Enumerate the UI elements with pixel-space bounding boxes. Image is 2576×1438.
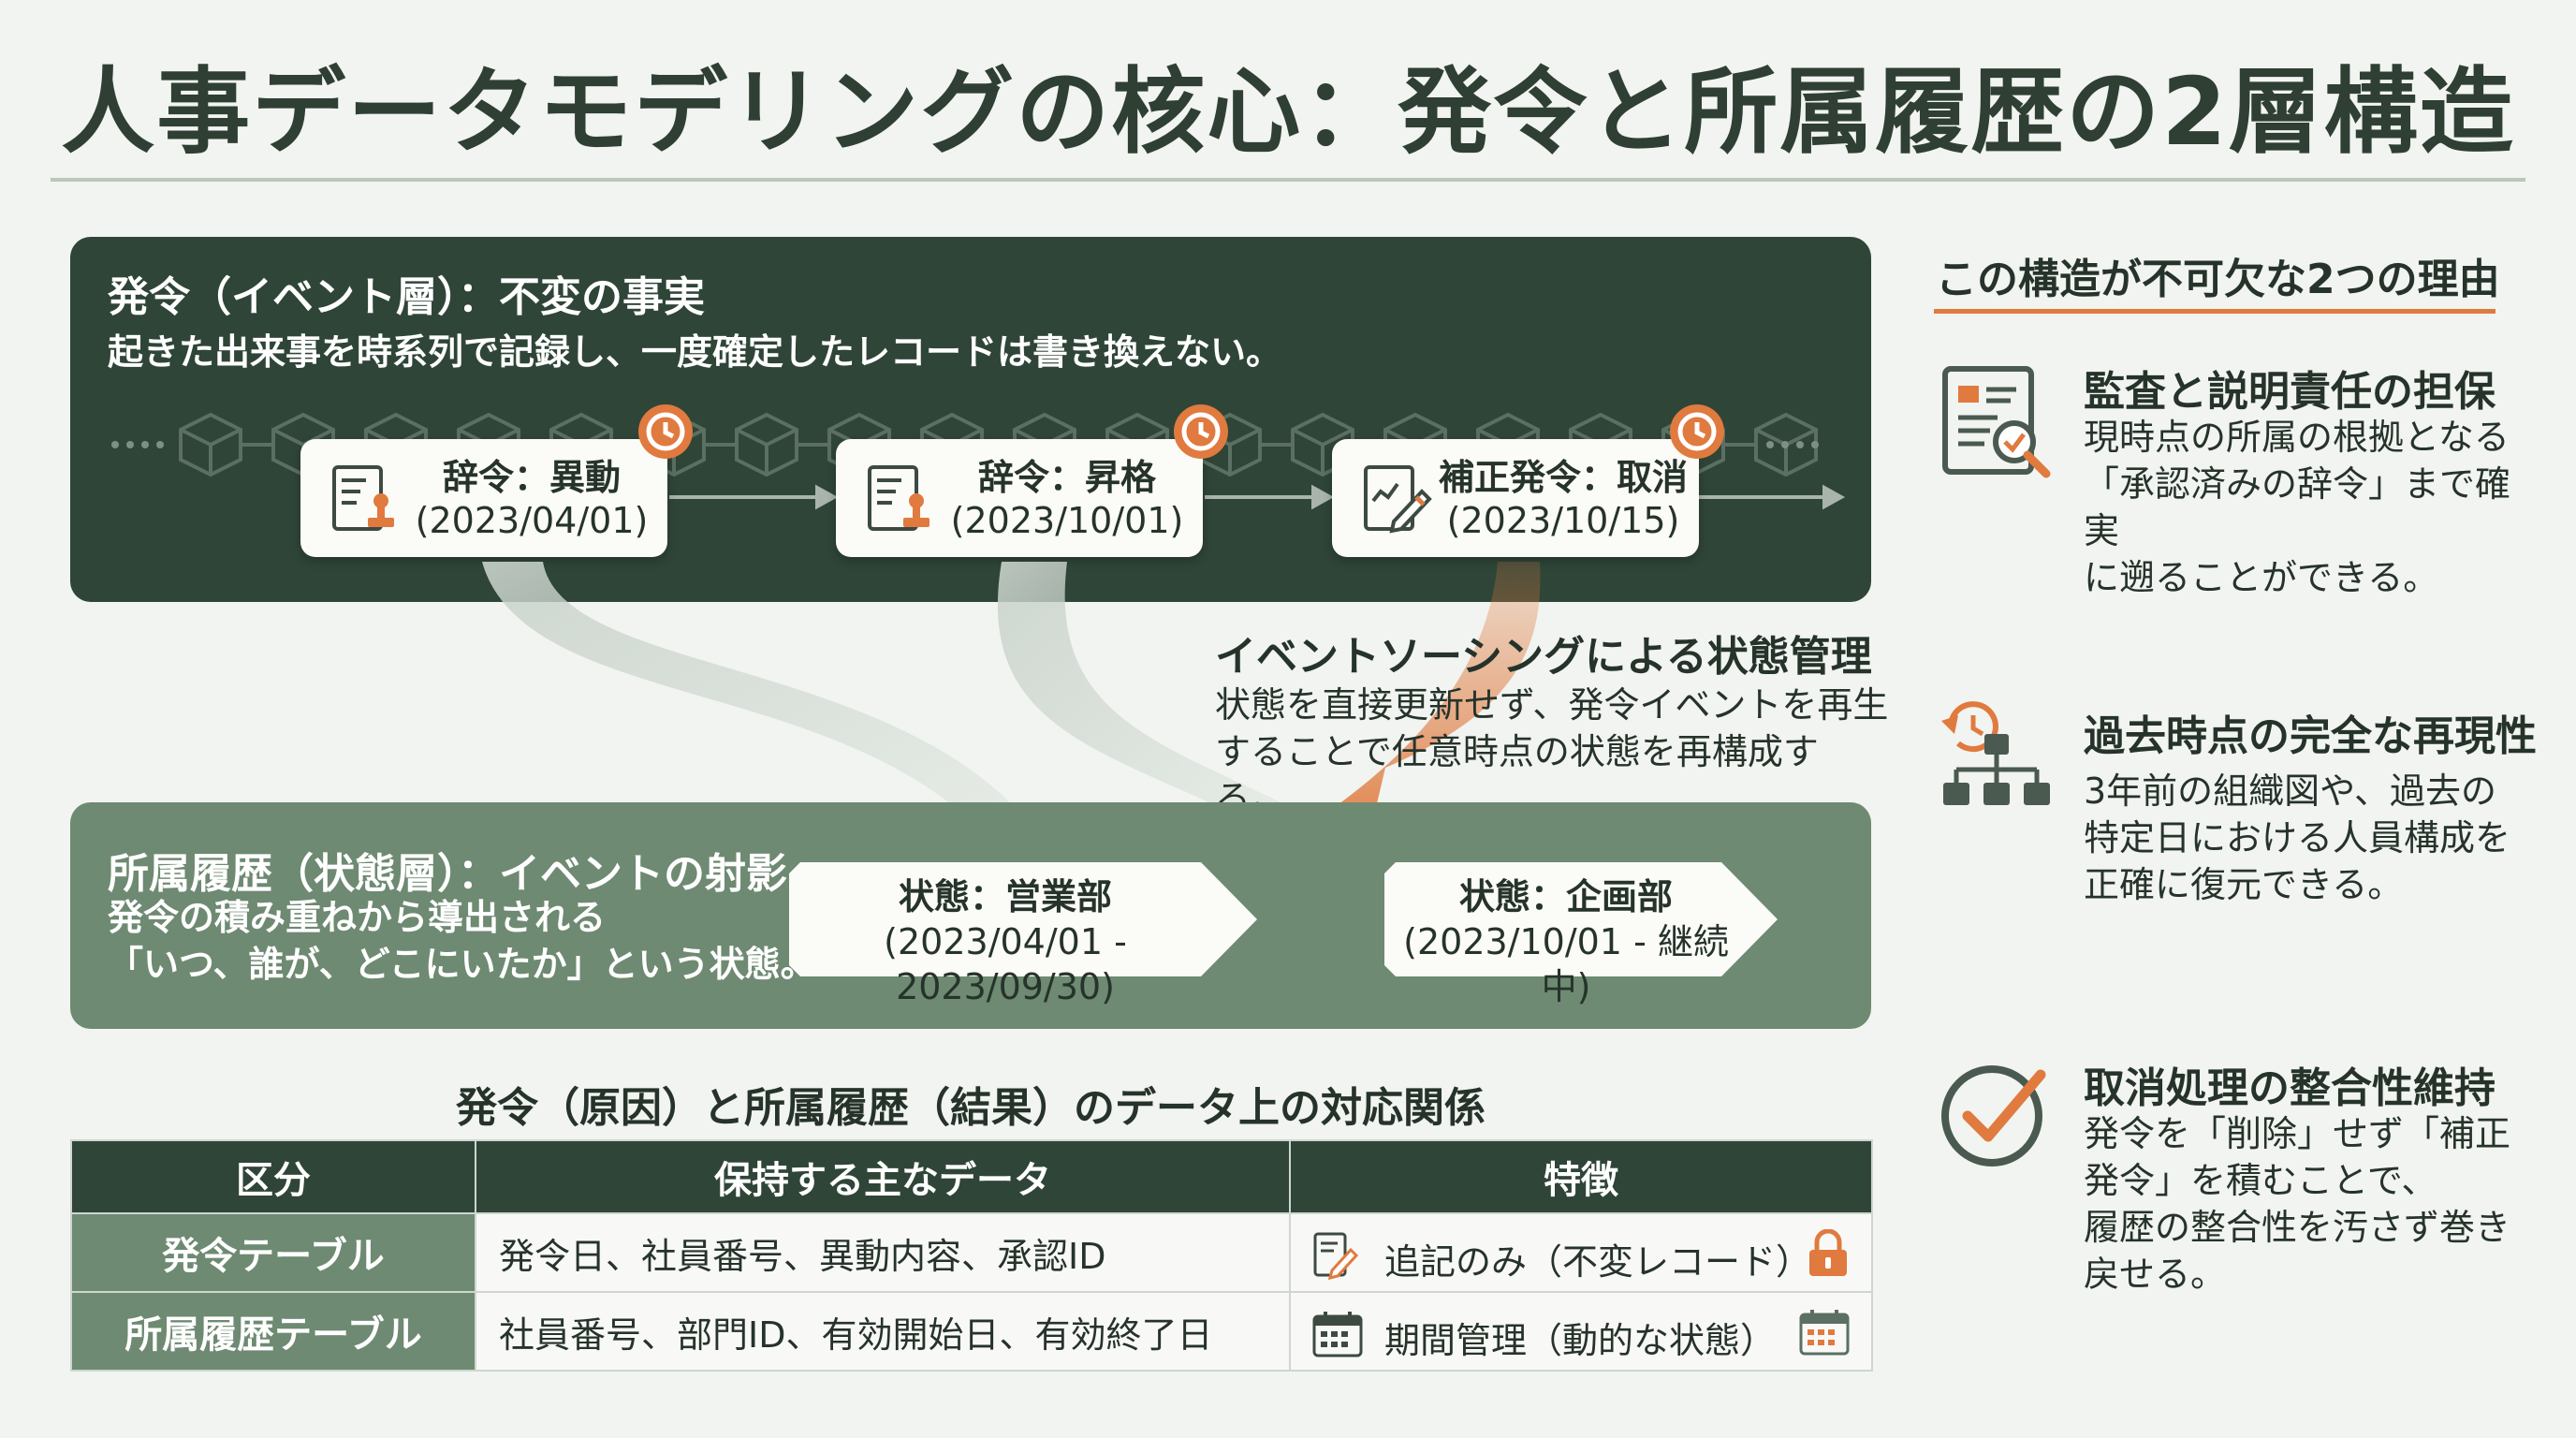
calendar-icon <box>1799 1310 1850 1356</box>
title-divider <box>51 178 2525 182</box>
row-category: 所属履歴テーブル <box>70 1291 476 1372</box>
history-org-chart-icon <box>1941 701 2050 805</box>
event-date: (2023/10/15) <box>1446 500 1680 541</box>
reason-line: 3年前の組織図や、過去の <box>2084 770 2497 812</box>
state-layer-text: 発令の積み重ねから導出される 「いつ、誰が、どこにいたか」という状態。 <box>108 894 816 988</box>
column-header: 区分 <box>70 1139 476 1214</box>
table-header-row: 区分 保持する主なデータ 特徴 <box>70 1139 1873 1214</box>
event-card-transfer[interactable]: 辞令：異動 (2023/04/01) <box>300 439 667 557</box>
relation-table: 区分 保持する主なデータ 特徴 発令テーブル 発令日、社員番号、異動内容、承認I… <box>70 1139 1873 1372</box>
chain-dots <box>111 441 1819 448</box>
projection-swoosh-2 <box>997 562 1282 824</box>
reasons-title-underline <box>1934 309 2496 314</box>
clock-icon <box>638 404 693 459</box>
chain-block <box>179 412 242 477</box>
reason-line: 正確に復元できる。 <box>2084 864 2404 905</box>
stamp-document-icon <box>332 465 394 531</box>
table-title: 発令（原因）と所属履歴（結果）のデータ上の対応関係 <box>456 1084 1486 1132</box>
reason-text: 3年前の組織図や、過去の 特定日における人員構成を 正確に復元できる。 <box>2084 768 2533 908</box>
reason-heading: 過去時点の完全な再現性 <box>2084 712 2537 760</box>
row-data: 社員番号、部門ID、有効開始日、有効終了日 <box>475 1291 1291 1372</box>
table-row: 所属履歴テーブル 社員番号、部門ID、有効開始日、有効終了日 期間管理（動的な状… <box>70 1291 1873 1372</box>
reason-line: 特定日における人員構成を <box>2084 817 2511 858</box>
edit-document-icon <box>1364 465 1432 534</box>
projection-swoosh-1 <box>482 562 1030 843</box>
event-sourcing-text: 状態を直接更新せず、発令イベントを再生 することで任意時点の状態を再構成する。 <box>1215 682 1889 822</box>
row-category: 発令テーブル <box>70 1212 476 1293</box>
state-layer-line: 「いつ、誰が、どこにいたか」という状態。 <box>108 944 816 985</box>
reasons-title: この構造が不可欠な2つの理由 <box>1936 256 2500 303</box>
reason-heading: 取消処理の整合性維持 <box>2084 1064 2496 1112</box>
state-period: (2023/10/01 - 継続中) <box>1403 921 1729 1007</box>
state-period: (2023/04/01 - 2023/09/30) <box>884 921 1127 1007</box>
projection-swoosh-3 <box>1310 562 1541 847</box>
page-title: 人事データモデリングの核心：発令と所属履歴の2層構造 <box>61 57 2515 167</box>
event-type: 辞令：昇格 <box>977 457 1156 498</box>
state-label: 状態：営業部 <box>898 876 1112 917</box>
event-type: 補正発令：取消 <box>1438 457 1688 498</box>
timeline-arrows <box>669 484 1846 510</box>
reason-text: 発令を「削除」せず「補正 発令」を積むことで、 履歴の整合性を汚さず巻き 戻せる… <box>2084 1110 2533 1298</box>
state-label: 状態：企画部 <box>1458 876 1673 917</box>
reason-line: に遡ることができる。 <box>2084 557 2439 598</box>
state-layer-line: 発令の積み重ねから導出される <box>108 897 607 938</box>
event-card-correction[interactable]: 補正発令：取消 (2023/10/15) <box>1332 439 1699 557</box>
reason-line: 戻せる。 <box>2084 1254 2227 1295</box>
row-data: 発令日、社員番号、異動内容、承認ID <box>475 1212 1291 1293</box>
event-date: (2023/04/01) <box>415 500 649 541</box>
state-layer-panel: 所属履歴（状態層）：イベントの射影 発令の積み重ねから導出される 「いつ、誰が、… <box>70 802 1871 1029</box>
event-layer-heading: 発令（イベント層）：不変の事実 <box>108 273 705 321</box>
event-sourcing-heading: イベントソーシングによる状態管理 <box>1215 633 1872 681</box>
row-feature-cell: 期間管理（動的な状態） <box>1289 1291 1873 1372</box>
calendar-icon <box>1312 1312 1363 1357</box>
reason-heading: 監査と説明責任の担保 <box>2084 368 2496 416</box>
event-layer-panel: 発令（イベント層）：不変の事実 起きた出来事を時系列で記録し、一度確定したレコー… <box>70 237 1871 602</box>
reason-text: 現時点の所属の根拠となる 「承認済みの辞令」まで確実 に遡ることができる。 <box>2084 414 2533 601</box>
row-feature: 追記のみ（不変レコード） <box>1384 1241 1812 1283</box>
event-card-promotion[interactable]: 辞令：昇格 (2023/10/01) <box>836 439 1203 557</box>
row-feature-cell: 追記のみ（不変レコード） <box>1289 1212 1873 1293</box>
clock-icon <box>1670 404 1724 459</box>
reason-line: 履歴の整合性を汚さず巻き <box>2084 1207 2511 1248</box>
stamp-document-icon <box>868 465 929 531</box>
table-row: 発令テーブル 発令日、社員番号、異動内容、承認ID 追記のみ（不変レコード） <box>70 1212 1873 1293</box>
reason-line: 「承認済みの辞令」まで確実 <box>2084 463 2511 551</box>
column-header: 特徴 <box>1289 1139 1873 1214</box>
column-header: 保持する主なデータ <box>475 1139 1291 1214</box>
row-feature: 期間管理（動的な状態） <box>1384 1320 1777 1361</box>
state-card-shape <box>1384 862 1778 976</box>
audit-document-icon <box>1942 366 2051 478</box>
edit-document-icon <box>1313 1232 1359 1280</box>
event-date: (2023/10/01) <box>950 500 1184 541</box>
state-layer-heading: 所属履歴（状態層）：イベントの射影 <box>108 850 787 898</box>
reason-line: 発令」を積むことで、 <box>2084 1160 2437 1201</box>
event-sourcing-line: 状態を直接更新せず、発令イベントを再生 <box>1215 684 1889 726</box>
reason-line: 現時点の所属の根拠となる <box>2084 417 2510 458</box>
state-card-planning[interactable]: 状態：企画部 (2023/10/01 - 継続中) <box>1384 862 1778 1007</box>
event-type: 辞令：異動 <box>442 457 621 498</box>
chain-block <box>1291 412 1354 477</box>
reason-line: 発令を「削除」せず「補正 <box>2084 1113 2511 1154</box>
check-circle-icon <box>1941 1065 2046 1167</box>
state-card-sales[interactable]: 状態：営業部 (2023/04/01 - 2023/09/30) <box>789 862 1257 1007</box>
clock-icon <box>1174 404 1228 459</box>
lock-icon <box>1809 1229 1847 1276</box>
event-layer-subtitle: 起きた出来事を時系列で記録し、一度確定したレコードは書き換えない。 <box>108 331 1282 373</box>
state-card-shape <box>789 862 1257 976</box>
chain-block <box>735 412 798 477</box>
